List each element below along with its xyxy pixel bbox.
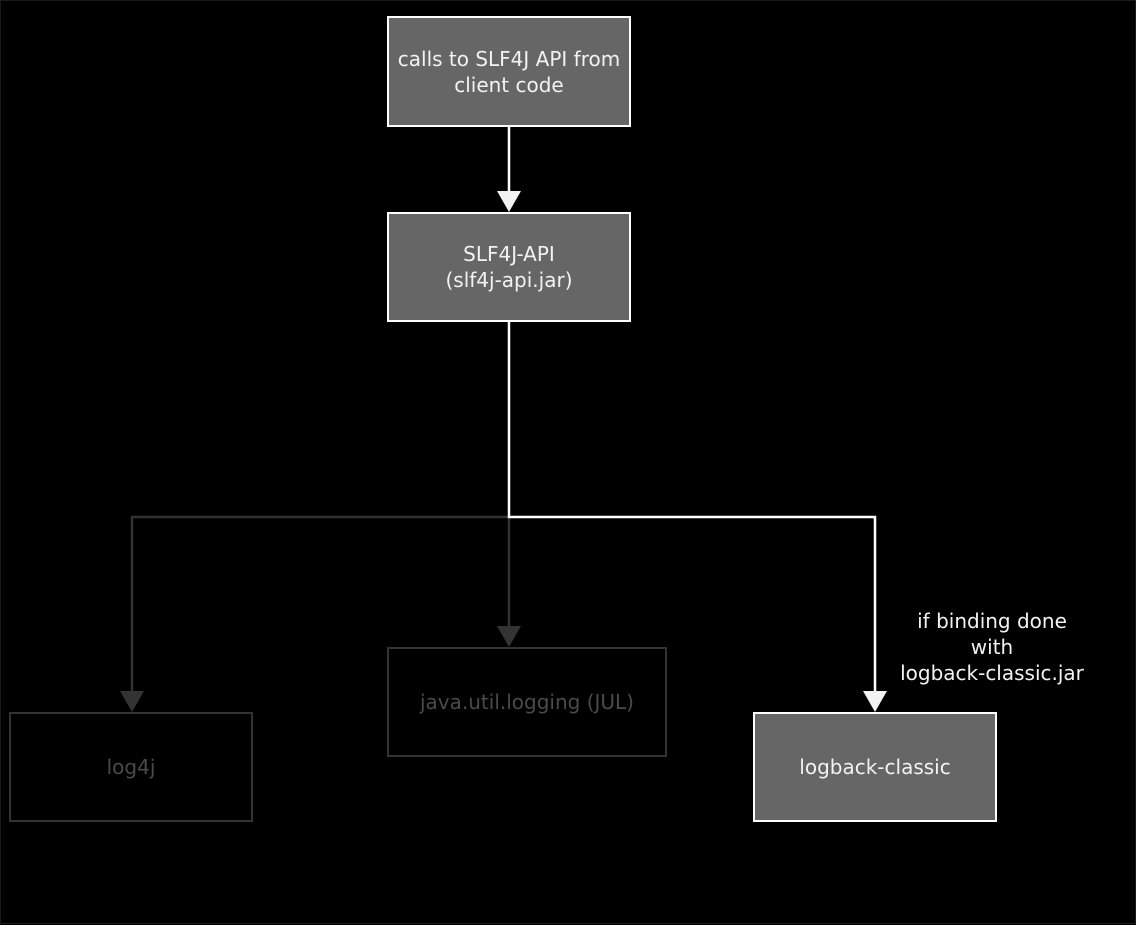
slf4j-api-node: SLF4J-API (slf4j-api.jar) (387, 212, 631, 322)
jul-node: java.util.logging (JUL) (387, 647, 667, 757)
arrowhead-jul (497, 626, 521, 647)
arrowhead-api (497, 191, 521, 212)
arrowhead-log4j (120, 691, 144, 712)
edge-api-to-log4j (130, 515, 509, 693)
arrowhead-logback (863, 691, 887, 712)
logback-classic-label: logback-classic (799, 755, 951, 779)
client-code-node: calls to SLF4J API from client code (387, 16, 631, 127)
log4j-label: log4j (106, 755, 156, 779)
edge-api-to-logback (507, 322, 877, 693)
jul-label: java.util.logging (JUL) (419, 690, 634, 714)
logback-classic-node: logback-classic (753, 712, 997, 822)
client-code-label: calls to SLF4J API from client code (397, 46, 621, 97)
binding-condition-label: if binding done with logback-classic.jar (900, 609, 1084, 685)
log4j-node: log4j (9, 712, 253, 822)
slf4j-api-label: SLF4J-API (slf4j-api.jar) (445, 242, 573, 292)
